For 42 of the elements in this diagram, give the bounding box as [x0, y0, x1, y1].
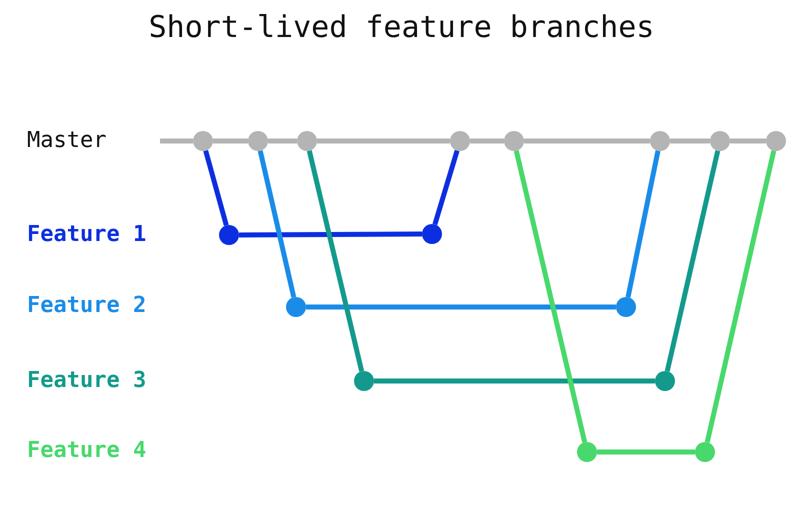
branch-label: Feature 2: [27, 293, 146, 318]
branch-commit-dot: [695, 442, 715, 462]
branch-line: [258, 150, 296, 298]
branch-line: [514, 150, 588, 443]
branch-commit-dot: [422, 224, 442, 244]
branch-line: [470, 138, 504, 144]
branch-line: [213, 138, 248, 144]
branch-line: [160, 138, 193, 144]
branch-line: [374, 378, 655, 384]
branch-line: [238, 232, 422, 238]
branch-line: [524, 138, 650, 144]
commit-dot: [193, 131, 213, 151]
commit-dot: [766, 131, 786, 151]
diagram-title: Short-lived feature branches: [148, 10, 656, 45]
branch-line: [670, 138, 710, 144]
branch-line: [306, 150, 364, 372]
branch-label: Feature 1: [27, 222, 146, 247]
branch-line: [268, 138, 297, 144]
commit-dot: [248, 131, 268, 151]
branch-line: [317, 138, 450, 144]
branch-line: [306, 304, 616, 310]
branch-commit-dot: [616, 297, 636, 317]
branch-commit-dot: [354, 371, 374, 391]
branch-line: [664, 150, 720, 372]
branch-line: [432, 150, 460, 226]
branch-commit-dot: [219, 225, 239, 245]
commit-dot: [650, 131, 670, 151]
branch-line: [730, 138, 766, 144]
branch-label: Feature 4: [27, 438, 146, 463]
branch-commit-dot: [655, 371, 675, 391]
commit-dot: [710, 131, 730, 151]
branch-commit-dot: [577, 442, 597, 462]
commit-dot: [297, 131, 317, 151]
branch-line: [203, 150, 229, 226]
commit-dot: [504, 131, 524, 151]
branch-line: [597, 450, 695, 454]
branch-line: [626, 150, 660, 298]
branch-line: [704, 150, 776, 443]
branch-commit-dot: [286, 297, 306, 317]
branch-label: Master: [27, 128, 106, 153]
commit-dot: [450, 131, 470, 151]
branch-label: Feature 3: [27, 368, 146, 393]
